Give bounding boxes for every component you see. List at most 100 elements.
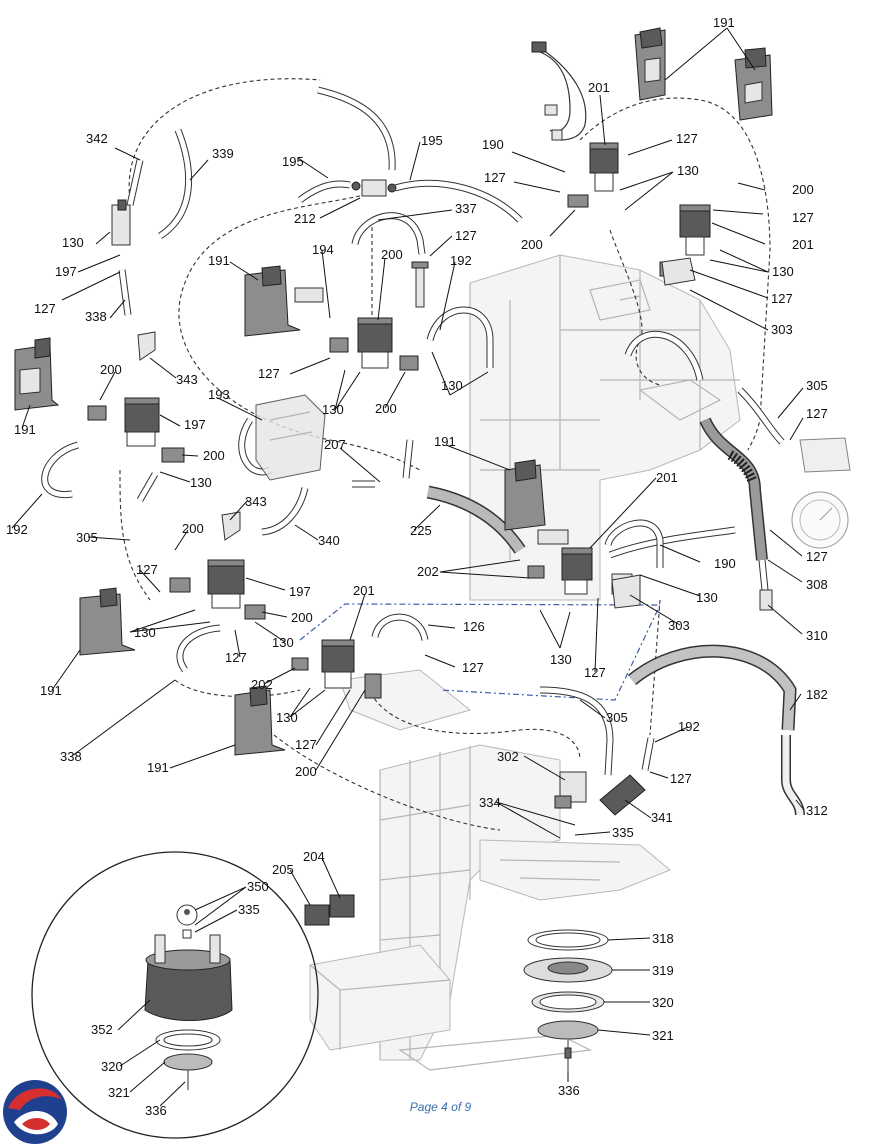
valve-303-upper: [661, 257, 696, 286]
callout-label: 308: [806, 577, 828, 592]
valve-right-gray: [799, 437, 851, 473]
callout-label: 191: [147, 760, 169, 775]
callout-label: 191: [208, 253, 230, 268]
callout-label: 321: [652, 1028, 674, 1043]
callout-label: 182: [806, 687, 828, 702]
callout-label: 200: [291, 610, 313, 625]
callout-label: 352: [91, 1022, 113, 1037]
callout-label: 192: [6, 522, 28, 537]
bracket-191-left: [14, 337, 60, 411]
solenoid-valve-197-lower: [169, 559, 266, 620]
callout-label: 192: [450, 253, 472, 268]
solenoid-valve-197-left: [87, 397, 185, 463]
callout-label: 192: [678, 719, 700, 734]
bracket-191-lower: [234, 685, 286, 756]
callout-label: 191: [713, 15, 735, 30]
solenoid-valve-201-lower: [291, 639, 382, 699]
pump-193: [255, 394, 326, 481]
callout-label: 200: [100, 362, 122, 377]
valve-302: [554, 771, 587, 809]
callout-label: 200: [182, 521, 204, 536]
callout-label: 200: [521, 237, 543, 252]
solenoid-valve-201-top: [567, 142, 619, 208]
valve-194: [111, 199, 131, 246]
callout-label: 127: [258, 366, 280, 381]
callout-label: 130: [772, 264, 794, 279]
tubes: [41, 86, 805, 816]
bracket-191-upper-mid: [244, 265, 324, 337]
callout-label: 130: [322, 402, 344, 417]
callout-label: 318: [652, 931, 674, 946]
callout-label: 343: [245, 494, 267, 509]
callout-label: 338: [60, 749, 82, 764]
callout-label: 127: [462, 660, 484, 675]
callout-label: 127: [792, 210, 814, 225]
callout-label: 341: [651, 810, 673, 825]
callout-label: 225: [410, 523, 432, 538]
callout-label: 303: [668, 618, 690, 633]
callout-label: 127: [455, 228, 477, 243]
machine-frame-lower: [309, 669, 671, 1071]
callout-label: 127: [670, 771, 692, 786]
callout-label: 200: [375, 401, 397, 416]
thermoblock-gauge: [791, 491, 849, 549]
detail-circle: [31, 851, 319, 1139]
callout-label: 191: [40, 683, 62, 698]
callout-label: 195: [282, 154, 304, 169]
callout-label: 194: [312, 242, 334, 257]
callout-label: 204: [303, 849, 325, 864]
callout-label: 335: [612, 825, 634, 840]
callout-label: 350: [247, 879, 269, 894]
callout-label: 312: [806, 803, 828, 818]
callout-label: 303: [771, 322, 793, 337]
ring-318: [527, 929, 609, 951]
callout-label: 130: [677, 163, 699, 178]
callout-label: 310: [806, 628, 828, 643]
valve-303-lower: [611, 574, 641, 609]
callout-label: 127: [295, 737, 317, 752]
filter-321: [537, 1020, 599, 1040]
callout-label: 334: [479, 795, 501, 810]
wiring-harness: [531, 41, 587, 141]
leader-lines: [11, 27, 805, 1107]
callout-label: 320: [652, 995, 674, 1010]
callout-label: 190: [714, 556, 736, 571]
machine-frame-upper: [469, 254, 741, 601]
callout-label: 130: [696, 590, 718, 605]
callout-label: 127: [806, 406, 828, 421]
callout-label: 321: [108, 1085, 130, 1100]
callout-label: 197: [55, 264, 77, 279]
callout-label: 305: [76, 530, 98, 545]
bracket-191-top-a: [634, 27, 666, 101]
callout-label: 127: [34, 301, 56, 316]
callout-label: 130: [276, 710, 298, 725]
callout-label: 336: [558, 1083, 580, 1098]
callout-label: 191: [14, 422, 36, 437]
callout-label: 127: [676, 131, 698, 146]
screw-127: [411, 261, 429, 308]
callout-label: 200: [381, 247, 403, 262]
callout-label: 201: [588, 80, 610, 95]
callout-label: 305: [806, 378, 828, 393]
brand-logo: [3, 1080, 67, 1144]
callout-label: 205: [272, 862, 294, 877]
callout-label: 190: [482, 137, 504, 152]
callout-label: 126: [463, 619, 485, 634]
callout-label: 336: [145, 1103, 167, 1118]
callout-label: 335: [238, 902, 260, 917]
callout-label: 340: [318, 533, 340, 548]
callout-label: 343: [176, 372, 198, 387]
callout-label: 212: [294, 211, 316, 226]
page-number: Page 4 of 9: [409, 1100, 472, 1114]
callout-label: 193: [208, 387, 230, 402]
callout-label: 130: [62, 235, 84, 250]
callout-labels: 191 201 127 190 130 127 200 200 127 201 …: [6, 15, 828, 1118]
callout-label: 201: [792, 237, 814, 252]
elbow-343-lower: [221, 511, 241, 541]
callout-label: 200: [203, 448, 225, 463]
callout-label: 130: [190, 475, 212, 490]
connector-204-205: [304, 894, 355, 926]
callout-label: 127: [806, 549, 828, 564]
callout-label: 127: [771, 291, 793, 306]
